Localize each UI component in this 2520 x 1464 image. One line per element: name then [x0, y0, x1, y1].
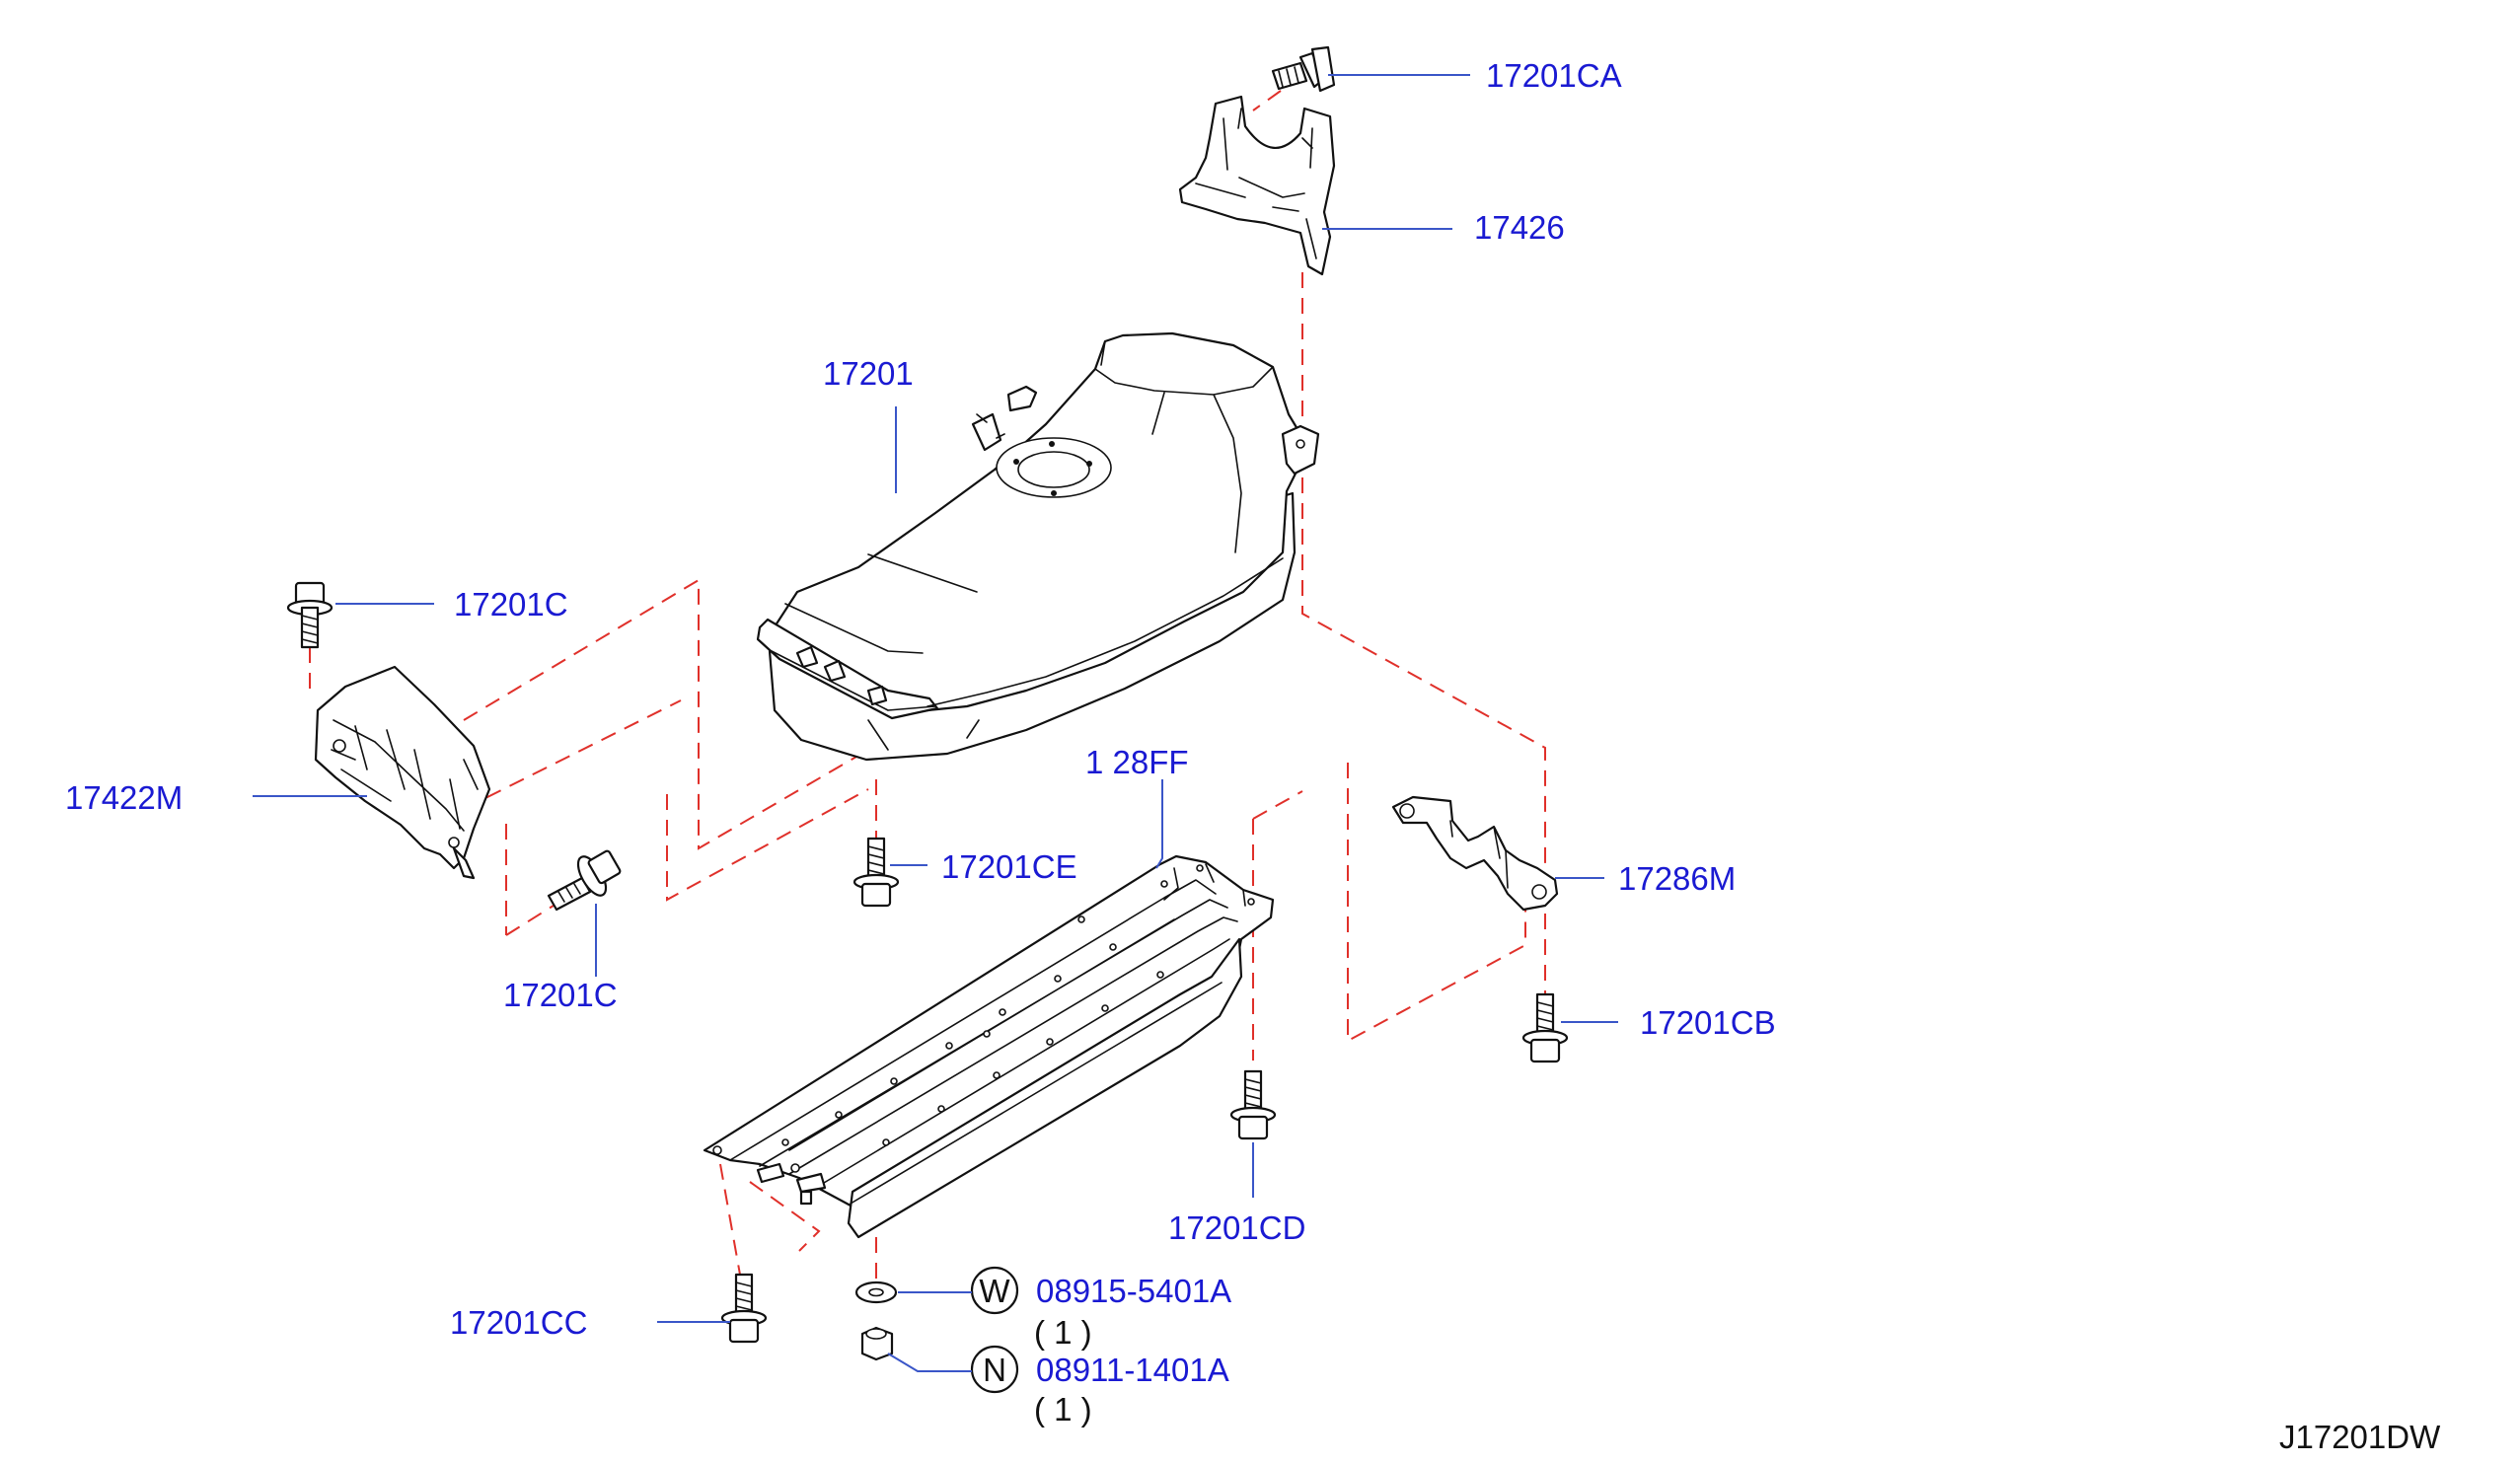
label-washer-qty: ( 1 )	[1034, 1314, 1092, 1351]
nut-symbol: N	[970, 1345, 1019, 1394]
diagram-code: J17201DW	[2279, 1419, 2441, 1455]
skid-plate-icon	[703, 854, 1275, 1239]
bolt-right-icon	[1521, 992, 1569, 1063]
assembly-lines	[309, 90, 1546, 1282]
label-bracket-right[interactable]: 17286M	[1618, 860, 1736, 897]
bolt-under-icon	[1229, 1069, 1277, 1140]
top-bracket-icon	[1178, 95, 1336, 276]
washer-symbol-text: W	[979, 1273, 1010, 1309]
label-skid-plate[interactable]: 1 28FF	[1085, 744, 1189, 780]
part-labels: 17201CA 17426 17201 17201C 17422M 17201C…	[65, 57, 2441, 1455]
clip-bolt-icon	[1271, 45, 1336, 93]
label-bolt-under[interactable]: 17201CD	[1168, 1209, 1305, 1246]
bolt-center-icon	[852, 837, 900, 908]
label-bolt-right[interactable]: 17201CB	[1640, 1004, 1776, 1041]
nut-symbol-text: N	[983, 1352, 1006, 1388]
bolt-left-upper-icon	[286, 581, 334, 649]
right-bracket-icon	[1391, 795, 1559, 912]
label-nut[interactable]: 08911-1401A	[1036, 1352, 1229, 1388]
bolt-front-icon	[720, 1273, 768, 1344]
leader-lines	[253, 74, 1618, 1372]
label-bolt-left-upper[interactable]: 17201C	[454, 586, 568, 622]
label-fuel-tank[interactable]: 17201	[823, 355, 914, 392]
fuel-tank-icon	[756, 331, 1320, 762]
bolt-left-lower-icon	[547, 849, 622, 912]
label-bolt-front[interactable]: 17201CC	[450, 1304, 587, 1341]
label-bolt-left-lower[interactable]: 17201C	[503, 977, 618, 1013]
washer-symbol: W	[970, 1266, 1019, 1315]
label-clip-bolt-top[interactable]: 17201CA	[1486, 57, 1622, 94]
left-protector-icon	[314, 665, 491, 880]
label-washer[interactable]: 08915-5401A	[1036, 1273, 1231, 1309]
label-bracket-top[interactable]: 17426	[1474, 209, 1565, 246]
label-protector-left[interactable]: 17422M	[65, 779, 183, 816]
label-nut-qty: ( 1 )	[1034, 1391, 1092, 1427]
label-bolt-center[interactable]: 17201CE	[941, 848, 1077, 885]
washer-icon	[854, 1281, 898, 1304]
nut-icon	[860, 1326, 894, 1361]
